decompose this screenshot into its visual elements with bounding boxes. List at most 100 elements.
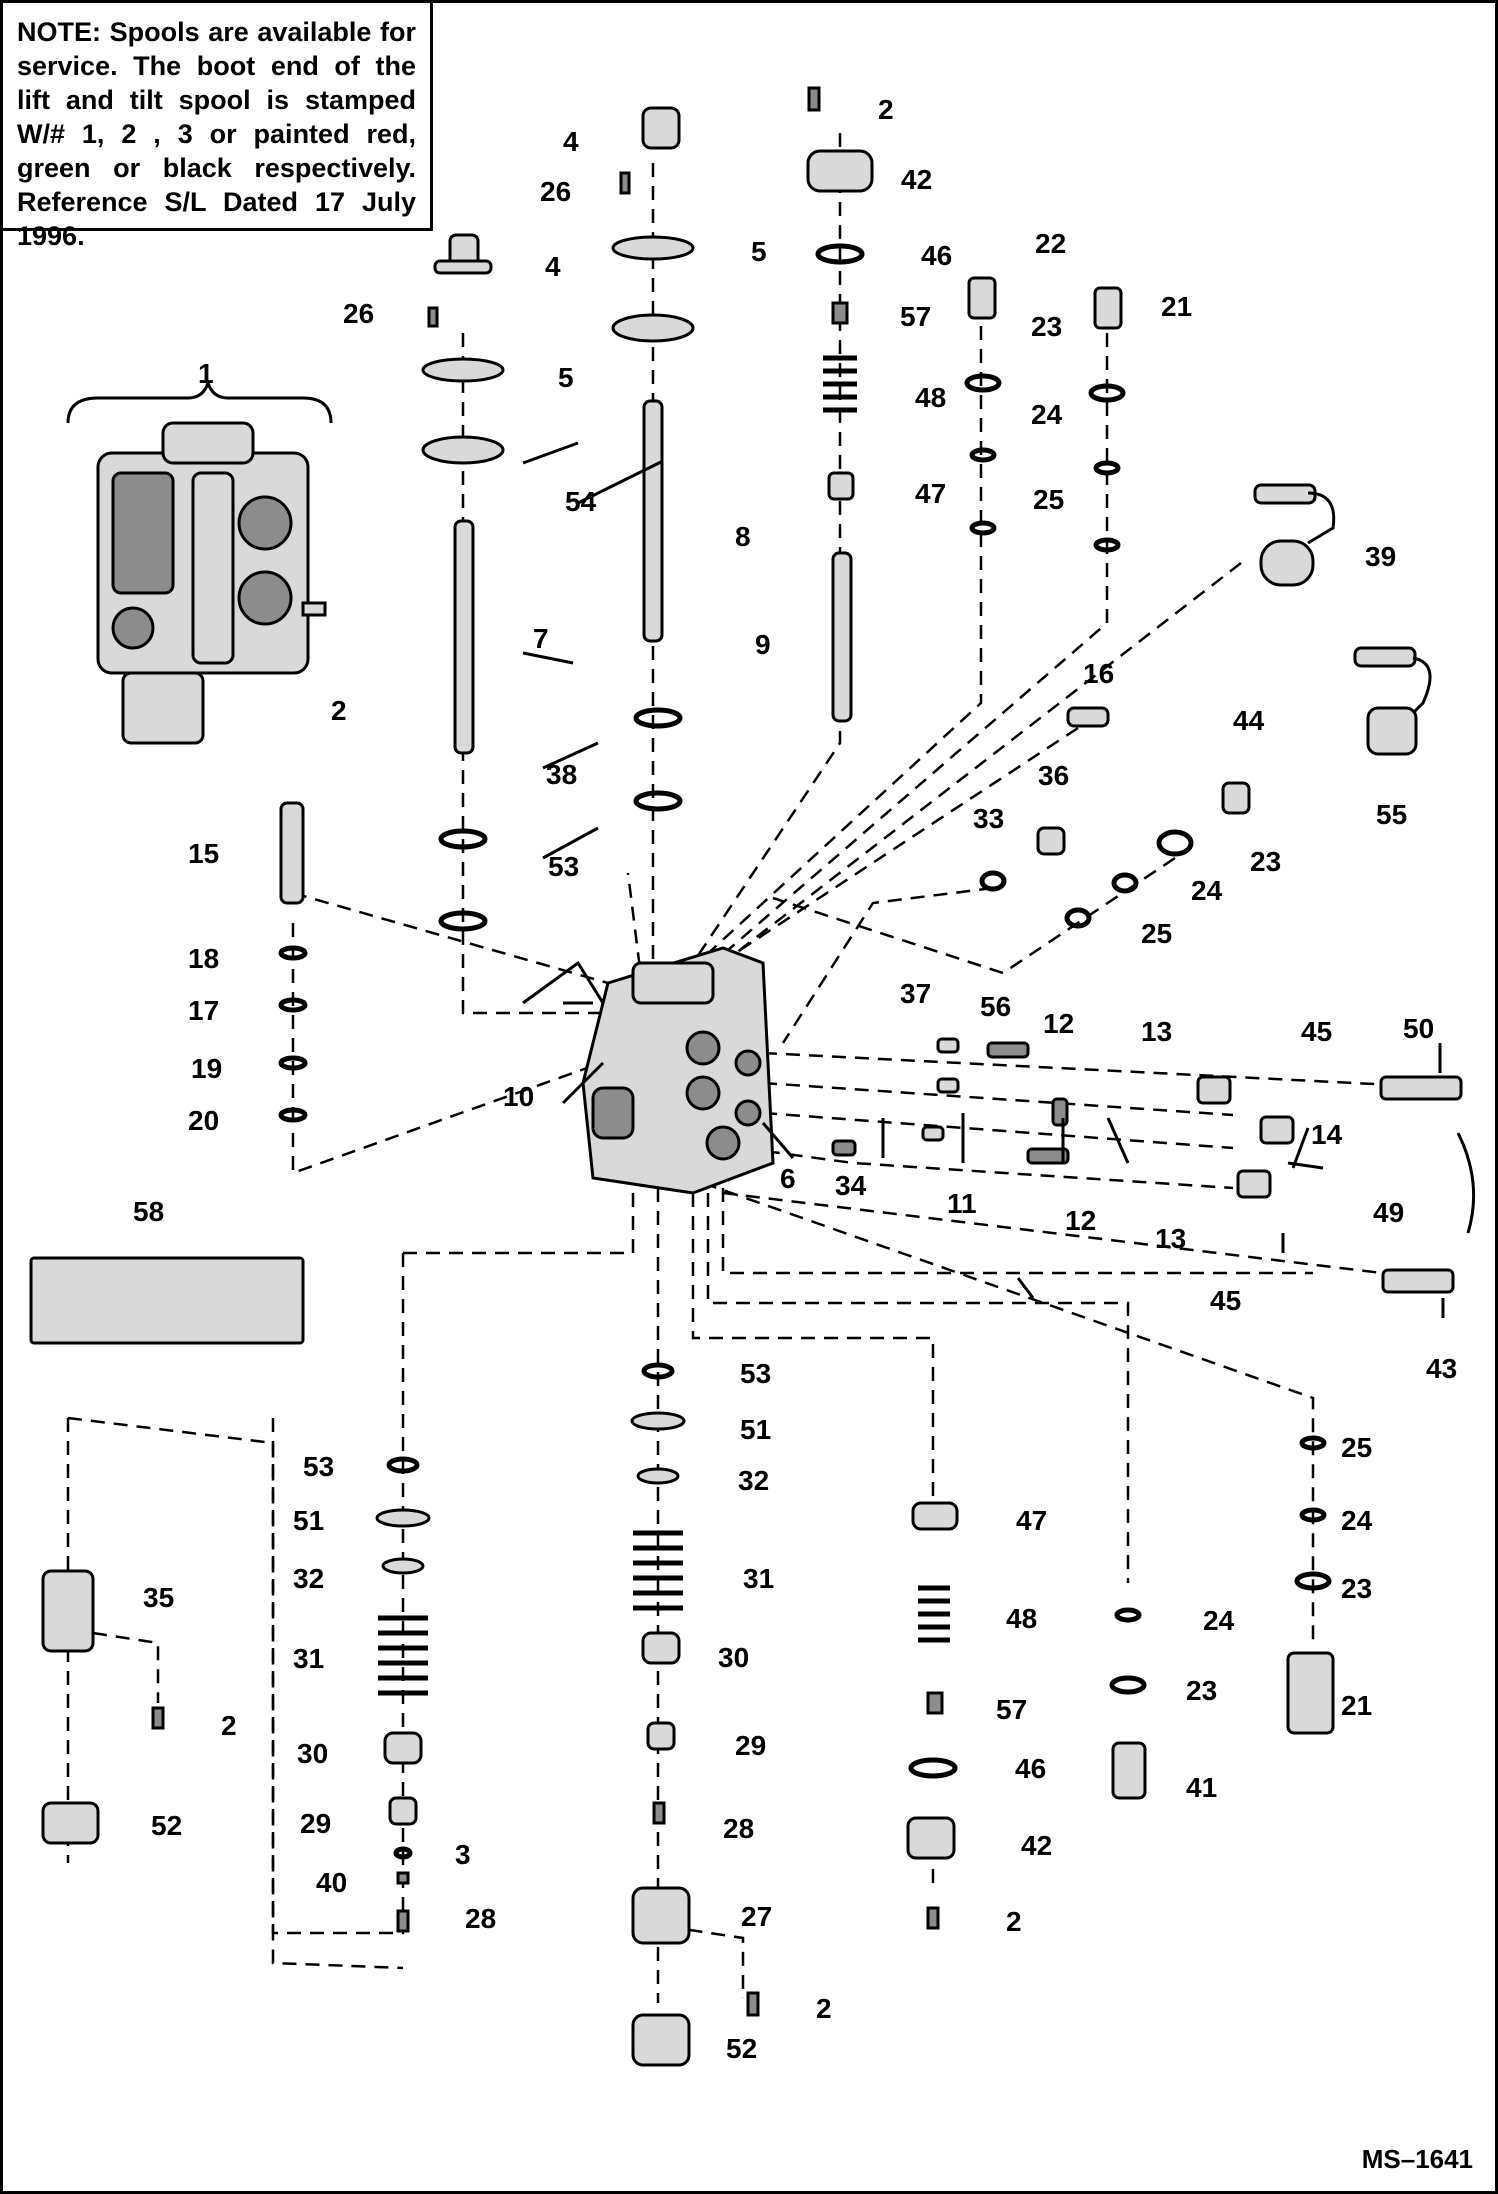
label-23: 23 [1250, 846, 1281, 877]
service-note-box: NOTE: Spools are available for service. … [3, 3, 433, 251]
label-43: 43 [1426, 1353, 1457, 1384]
label-24: 24 [1203, 1605, 1235, 1636]
label-4: 4 [563, 126, 579, 157]
label-42: 42 [1021, 1830, 1052, 1861]
bottom-stacks [29, 1256, 1335, 2067]
label-53: 53 [740, 1358, 771, 1389]
label-13: 13 [1155, 1223, 1186, 1254]
label-36: 36 [1038, 760, 1069, 791]
label-37: 37 [900, 978, 931, 1009]
label-57: 57 [996, 1694, 1027, 1725]
label-21: 21 [1341, 1690, 1372, 1721]
label-24: 24 [1191, 875, 1223, 906]
label-32: 32 [738, 1465, 769, 1496]
label-25: 25 [1033, 484, 1064, 515]
label-41: 41 [1186, 1772, 1217, 1803]
label-7: 7 [533, 623, 549, 654]
label-2: 2 [331, 695, 347, 726]
label-2: 2 [878, 94, 894, 125]
label-12: 12 [1043, 1008, 1074, 1039]
label-23: 23 [1031, 311, 1062, 342]
label-29: 29 [735, 1730, 766, 1761]
relief-stack-22-21 [964, 276, 1126, 553]
label-12: 12 [1065, 1205, 1096, 1236]
label-55: 55 [1376, 799, 1407, 830]
label-25: 25 [1341, 1432, 1372, 1463]
spool-stack-left [421, 233, 505, 932]
label-44: 44 [1233, 705, 1265, 736]
label-24: 24 [1031, 399, 1063, 430]
label-58: 58 [133, 1196, 164, 1227]
spool-stack-9 [806, 86, 874, 723]
solenoid-parts [979, 483, 1432, 929]
label-3: 3 [455, 1839, 471, 1870]
right-port-parts [831, 1037, 1476, 1294]
note-heading: NOTE: [17, 17, 101, 47]
exploded-view-diagram: .dash { stroke:#000; stroke-width:2.5; f… [29, 86, 1476, 2067]
label-1: 1 [198, 358, 214, 389]
label-31: 31 [743, 1563, 774, 1594]
label-48: 48 [915, 382, 946, 413]
label-5: 5 [558, 362, 574, 393]
label-32: 32 [293, 1563, 324, 1594]
label-14: 14 [1311, 1119, 1343, 1150]
label-2: 2 [221, 1710, 237, 1741]
label-42: 42 [901, 164, 932, 195]
note-body: Spools are available for service. The bo… [17, 17, 416, 251]
label-6: 6 [780, 1163, 796, 1194]
callout-labels: 1 2 2 2 2 2 3 4 4 5 5 6 7 8 9 10 11 12 1… [133, 94, 1457, 2064]
relief-stack-15 [278, 801, 308, 1123]
label-30: 30 [718, 1642, 749, 1673]
label-2: 2 [816, 1993, 832, 2024]
label-51: 51 [293, 1505, 324, 1536]
label-9: 9 [755, 629, 771, 660]
label-47: 47 [915, 478, 946, 509]
label-11: 11 [947, 1188, 977, 1219]
label-15: 15 [188, 838, 219, 869]
label-40: 40 [316, 1867, 347, 1898]
label-51: 51 [740, 1414, 771, 1445]
label-30: 30 [297, 1738, 328, 1769]
label-13: 13 [1141, 1016, 1172, 1047]
label-19: 19 [191, 1053, 222, 1084]
label-25: 25 [1141, 918, 1172, 949]
label-50: 50 [1403, 1013, 1434, 1044]
label-33: 33 [973, 803, 1004, 834]
label-leaders [522, 441, 1445, 1318]
label-26: 26 [343, 298, 374, 329]
label-31: 31 [293, 1643, 324, 1674]
label-23: 23 [1186, 1675, 1217, 1706]
label-39: 39 [1365, 541, 1396, 572]
label-22: 22 [1035, 228, 1066, 259]
label-46: 46 [921, 240, 952, 271]
label-57: 57 [900, 301, 931, 332]
label-52: 52 [151, 1810, 182, 1841]
label-54: 54 [565, 486, 597, 517]
label-28: 28 [723, 1813, 754, 1844]
label-8: 8 [735, 521, 751, 552]
label-52: 52 [726, 2033, 757, 2064]
spool-stack-middle [611, 106, 695, 812]
label-26: 26 [540, 176, 571, 207]
label-17: 17 [188, 995, 219, 1026]
label-46: 46 [1015, 1753, 1046, 1784]
valve-body [581, 946, 775, 1195]
label-45: 45 [1210, 1285, 1241, 1316]
label-45: 45 [1301, 1016, 1332, 1047]
label-53: 53 [548, 851, 579, 882]
label-38: 38 [546, 759, 577, 790]
label-20: 20 [188, 1105, 219, 1136]
label-34: 34 [835, 1170, 867, 1201]
label-35: 35 [143, 1582, 174, 1613]
label-29: 29 [300, 1808, 331, 1839]
label-27: 27 [741, 1901, 772, 1932]
label-18: 18 [188, 943, 219, 974]
label-16: 16 [1083, 658, 1114, 689]
label-48: 48 [1006, 1603, 1037, 1634]
drawing-number: MS–1641 [1361, 2144, 1473, 2174]
assembled-valve-illustration [66, 378, 333, 745]
label-53: 53 [303, 1451, 334, 1482]
label-2: 2 [1006, 1906, 1022, 1937]
label-28: 28 [465, 1903, 496, 1934]
